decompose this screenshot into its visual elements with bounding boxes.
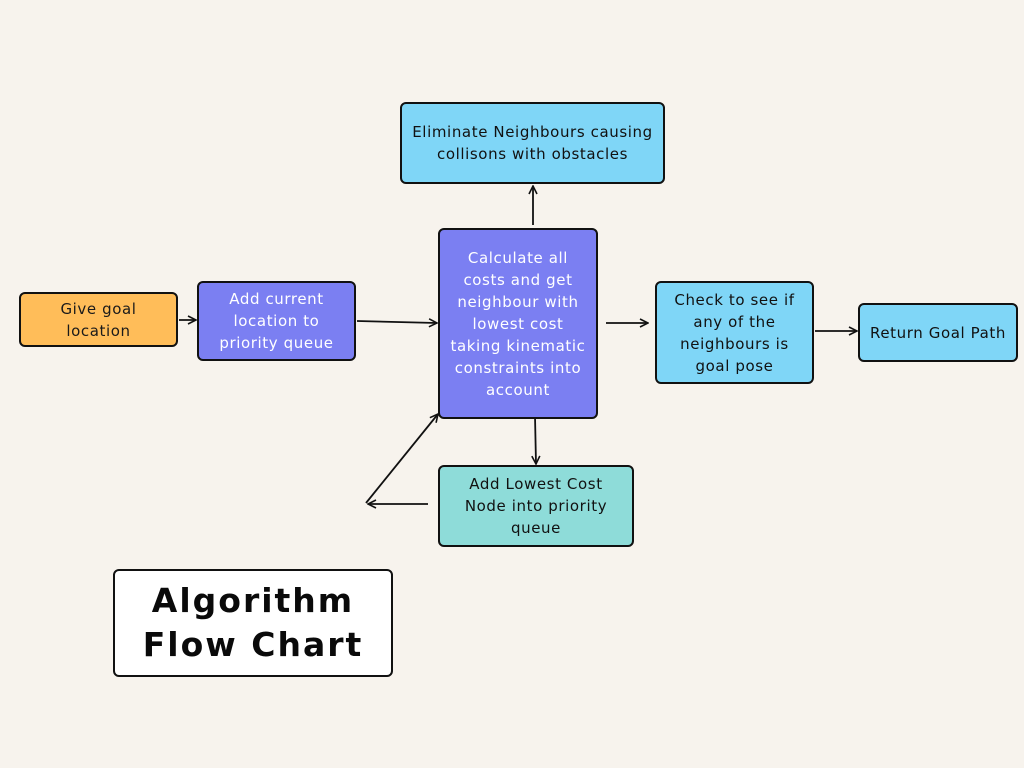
node-calculate-costs-label: Calculate all costs and get neighbour wi…: [450, 248, 586, 399]
node-eliminate-neighbours: Eliminate Neighbours causing collisons w…: [400, 102, 665, 184]
node-return-goal-path-label: Return Goal Path: [869, 323, 1007, 342]
node-check-goal-pose-label: Check to see if any of the neighbours is…: [674, 290, 795, 375]
node-give-goal-location: Give goal location: [19, 292, 178, 347]
chart-title: Algorithm Flow Chart: [142, 581, 364, 664]
title-box: Algorithm Flow Chart: [113, 569, 393, 677]
node-add-current-location-label: Add current location to priority queue: [219, 290, 334, 352]
node-calculate-costs: Calculate all costs and get neighbour wi…: [438, 228, 598, 419]
node-eliminate-neighbours-label: Eliminate Neighbours causing collisons w…: [412, 123, 653, 163]
arrow-add-to-calc: [356, 321, 437, 323]
node-add-current-location: Add current location to priority queue: [197, 281, 356, 361]
node-give-goal-location-label: Give goal location: [60, 299, 137, 340]
node-return-goal-path: Return Goal Path: [858, 303, 1018, 362]
node-check-goal-pose: Check to see if any of the neighbours is…: [655, 281, 814, 384]
arrow-loop-to-calc: [365, 414, 438, 504]
arrow-calc-to-lowest: [535, 415, 536, 464]
node-add-lowest-cost-label: Add Lowest Cost Node into priority queue: [464, 475, 608, 537]
node-add-lowest-cost: Add Lowest Cost Node into priority queue: [438, 465, 634, 547]
